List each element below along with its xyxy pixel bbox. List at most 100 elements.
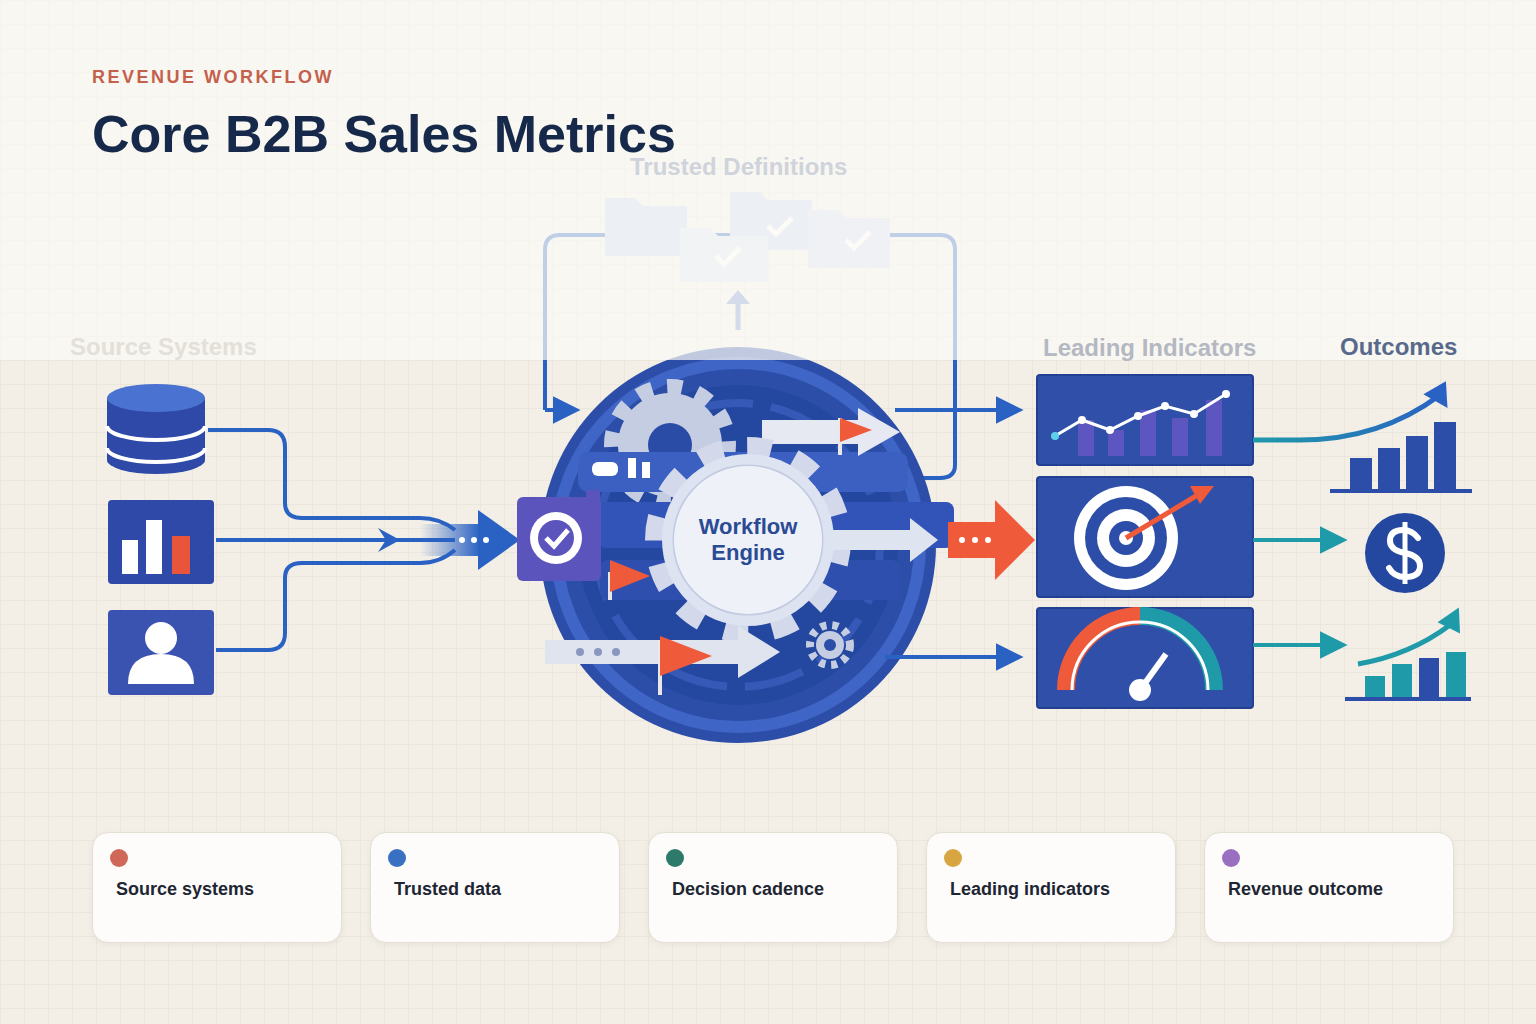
growth-bars-part	[1378, 448, 1400, 490]
engine-output-connectors-part	[895, 408, 1018, 412]
workflow-engine-illustration-part	[612, 648, 620, 656]
target-panel-part	[1126, 496, 1196, 538]
faded-heading: Trusted Definitions	[630, 153, 847, 181]
legend-card: Decision cadence	[648, 832, 898, 943]
node-label: Workflow Engine	[689, 514, 807, 566]
rising-teal-bars-part	[1438, 607, 1472, 640]
database-icon	[107, 384, 205, 474]
workflow-engine-illustration-part	[674, 466, 822, 614]
person-icon-part	[145, 622, 177, 654]
rising-teal-bars-part	[1392, 664, 1412, 698]
outcome-connectors-part	[1253, 538, 1342, 542]
rising-teal-bars	[1345, 607, 1471, 701]
workflow-engine-illustration-part	[545, 626, 780, 678]
legend-card: Leading indicators	[926, 832, 1176, 943]
database-icon-part	[107, 448, 205, 462]
source-connectors-part	[471, 537, 477, 543]
legend-label: Revenue outcome	[1228, 879, 1383, 900]
legend-label: Leading indicators	[950, 879, 1110, 900]
rising-teal-bars-part	[1345, 697, 1471, 701]
target-panel-part	[1037, 477, 1253, 597]
workflow-engine-illustration-part	[546, 530, 568, 546]
trend-panel	[1037, 375, 1253, 465]
source-connectors-part	[216, 550, 455, 650]
legend-label: Source systems	[116, 879, 254, 900]
legend-swatch	[944, 849, 962, 867]
node-text-stack: Workflow Engine	[689, 514, 807, 566]
rising-teal-bars-part	[1358, 625, 1450, 664]
database-icon-part	[107, 426, 205, 440]
report-icon-part	[172, 536, 190, 574]
trend-panel-part	[1222, 390, 1230, 398]
trusted-definitions-loop-part	[545, 408, 575, 412]
rising-teal-bars-part	[1419, 658, 1439, 698]
top-fade-overlay-part	[0, 0, 1536, 360]
trend-panel-part	[1172, 418, 1188, 456]
source-connectors	[208, 430, 520, 650]
trend-panel-part	[1134, 412, 1142, 420]
target-panel-part	[1190, 486, 1214, 504]
source-connectors-part	[420, 524, 480, 556]
diagram-title: Core B2B Sales Metrics	[92, 104, 676, 164]
source-connectors-part	[459, 537, 465, 543]
kicker-label: REVENUE WORKFLOW	[92, 67, 334, 88]
trend-panel-part	[1190, 410, 1198, 418]
engine-hub: Workflow Engine	[674, 466, 822, 614]
source-connectors-part	[216, 538, 455, 542]
trend-panel-part	[1037, 375, 1253, 465]
legend-label: Decision cadence	[672, 879, 824, 900]
revenue-coin-part	[1403, 522, 1408, 584]
gauge-panel-part	[1066, 616, 1140, 690]
revenue-coin	[1365, 513, 1445, 593]
trend-panel-part	[1106, 426, 1114, 434]
trend-panel-part	[1078, 416, 1086, 424]
outcome-connectors-part	[1253, 395, 1440, 440]
rising-teal-bars-part	[1446, 652, 1466, 698]
trend-panel-part	[1161, 402, 1169, 410]
growth-bars-part	[1406, 436, 1428, 490]
source-connectors-part	[208, 430, 455, 530]
faded-heading: Source Systems	[70, 333, 257, 361]
gauge-panel-part	[1140, 616, 1214, 690]
report-icon-part	[146, 520, 162, 574]
trend-panel-part	[1140, 410, 1156, 456]
target-panel	[1037, 477, 1253, 597]
workflow-engine-illustration-part	[830, 518, 938, 562]
trend-panel-part	[1051, 432, 1059, 440]
top-fade-overlay	[0, 0, 1536, 360]
workflow-engine-illustration	[517, 347, 954, 743]
growth-bars	[1330, 422, 1472, 493]
report-icon	[108, 500, 214, 584]
legend-card: Source systems	[92, 832, 342, 943]
workflow-engine-illustration-part	[642, 462, 650, 478]
person-icon	[108, 610, 214, 695]
gauge-panel-part	[1129, 679, 1151, 701]
workflow-engine-illustration-part	[592, 462, 618, 476]
outcome-connectors-part	[1423, 381, 1458, 415]
trend-panel-part	[1055, 394, 1226, 436]
workflow-engine-illustration-part	[628, 458, 636, 478]
workflow-engine-illustration-part	[662, 454, 834, 626]
workflow-engine-illustration-part	[594, 648, 602, 656]
growth-bars-part	[1350, 458, 1372, 490]
gauge-panel-part	[1037, 608, 1253, 708]
workflow-engine-illustration-part	[586, 490, 600, 550]
source-connectors-part	[478, 510, 520, 570]
growth-bars-part	[1434, 422, 1456, 490]
column-heading: Outcomes	[1340, 333, 1457, 361]
growth-bars-part	[1330, 489, 1472, 493]
workflow-engine-illustration-part	[762, 408, 900, 456]
workflow-engine-illustration-part	[840, 418, 872, 442]
engine-output-connectors-part	[959, 537, 965, 543]
workflow-engine-illustration-part	[610, 560, 650, 592]
trend-panel-part	[1206, 400, 1222, 456]
column-heading: Leading Indicators	[1043, 334, 1256, 362]
engine-output-connectors-part	[885, 655, 1018, 659]
legend-label: Trusted data	[394, 879, 501, 900]
workflow-engine-illustration-part	[660, 636, 712, 676]
legend-swatch	[110, 849, 128, 867]
